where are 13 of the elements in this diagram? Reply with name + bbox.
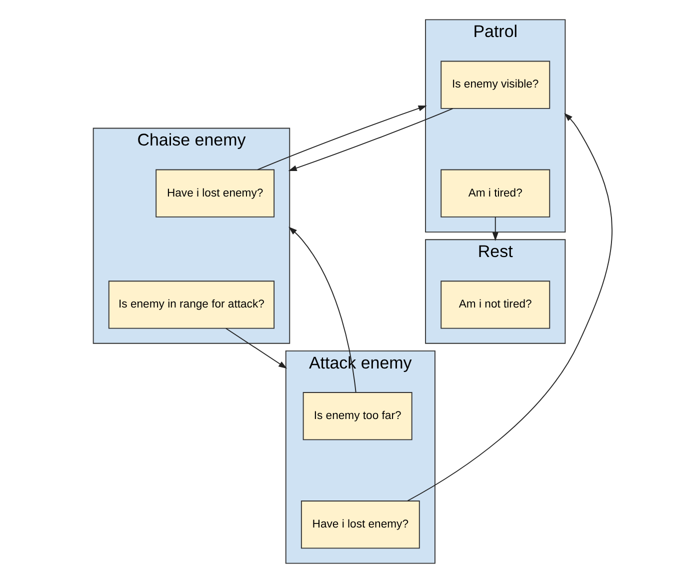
arrow: [492, 216, 498, 242]
node-box: Have i lost enemy?: [300, 500, 420, 549]
arrow: [224, 328, 287, 369]
arrow: [406, 113, 612, 502]
arrow: [288, 226, 356, 393]
arrow: [256, 106, 426, 170]
node-box: Is enemy in range for attack?: [108, 280, 274, 329]
node-box: Have i lost enemy?: [155, 169, 274, 218]
node-box: Am i not tired?: [440, 280, 550, 329]
node-box: Is enemy too far?: [302, 392, 412, 440]
node-box: Is enemy visible?: [440, 60, 550, 109]
node-box: Am i tired?: [440, 169, 550, 218]
arrow: [288, 108, 453, 171]
